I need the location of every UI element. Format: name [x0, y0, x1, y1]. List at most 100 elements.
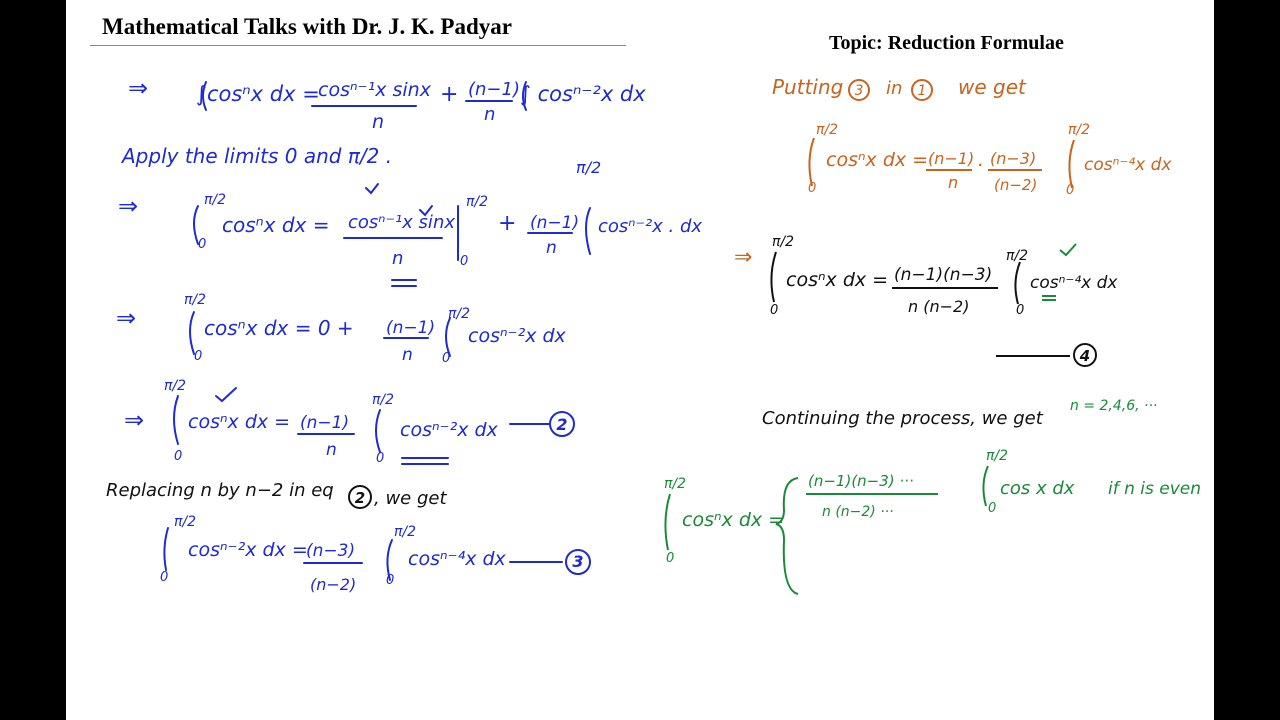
integral-sign — [193, 205, 199, 245]
equation-tag-circle — [565, 549, 591, 575]
l5-lower-limit: 0 — [174, 449, 182, 464]
l3-upper-limit-eval: π/2 — [466, 194, 488, 210]
check-mark — [365, 183, 379, 195]
right-green-strokes — [664, 465, 989, 595]
integral-sign — [173, 395, 179, 445]
r6-upper-limit: π/2 — [664, 476, 686, 492]
l1-rhs: ∫ cosⁿ⁻²x dx — [520, 82, 646, 106]
equation-ref-circle — [911, 79, 933, 101]
eq3-ref: 3 — [855, 83, 864, 99]
r6-lhs: cosⁿx dx = — [682, 509, 784, 531]
r2-lower-limit: 0 — [808, 181, 816, 196]
r3-lhs: cosⁿx dx = — [786, 269, 888, 291]
integral-sign — [982, 465, 989, 507]
l7-rhs: cosⁿ⁻⁴x dx — [408, 548, 507, 570]
r3-num: (n−1)(n−3) — [894, 265, 992, 285]
implies-arrow: ⇒ — [734, 245, 752, 270]
l5-upper-limit: π/2 — [164, 378, 186, 394]
implies-arrow: ⇒ — [116, 304, 136, 332]
implies-arrow: ⇒ — [128, 74, 148, 102]
l7-coef-den: (n−2) — [310, 575, 356, 594]
whiteboard-canvas: Mathematical Talks with Dr. J. K. Padyar… — [66, 0, 1214, 720]
l2-pi2: π/2 — [576, 158, 601, 177]
l4-coef-num: (n−1) — [386, 318, 435, 338]
l7-coef-num: (n−3) — [306, 541, 355, 561]
title-underline — [90, 45, 626, 46]
right-general-result: n = 2,4,6, ··· π/2 0 cosⁿx dx = (n−1)(n−… — [664, 398, 1201, 566]
l5-coef-den: n — [326, 440, 337, 460]
l2-text: Apply the limits 0 and π/2 . — [120, 144, 392, 168]
integral-sign — [386, 539, 393, 581]
l5-lower-limit-rhs: 0 — [376, 451, 384, 466]
eq2-label: 2 — [556, 415, 567, 434]
r2-f2-den: (n−2) — [994, 176, 1037, 194]
l7-upper-limit-rhs: π/2 — [394, 524, 416, 540]
integral-sign — [375, 409, 381, 453]
l1-den: n — [372, 111, 384, 133]
l3-lower-limit: 0 — [198, 237, 206, 252]
equation-ref-circle — [348, 485, 372, 509]
left-dark-strokes — [348, 485, 372, 509]
l4-upper-limit: π/2 — [184, 292, 206, 308]
equation-ref-circle — [848, 79, 870, 101]
l4-upper-limit-rhs: π/2 — [448, 306, 470, 322]
l3-coef-num: (n−1) — [530, 213, 579, 233]
r1-text: Putting — [772, 75, 843, 99]
l5-upper-limit-rhs: π/2 — [372, 392, 394, 408]
l3-rhs: cosⁿ⁻²x . dx — [598, 216, 702, 237]
r6-upper-limit-rhs: π/2 — [986, 448, 1008, 464]
implies-arrow: ⇒ — [124, 406, 144, 434]
topic-title: Topic: Reduction Formulae — [829, 32, 1064, 54]
r2-dot: . — [978, 149, 984, 171]
r6-num: (n−1)(n−3) ··· — [808, 472, 914, 490]
integral-sign — [202, 81, 207, 111]
l4-lower-limit: 0 — [194, 349, 202, 364]
eq4-label: 4 — [1079, 347, 1090, 365]
integral-sign — [445, 317, 451, 357]
r3-upper-limit: π/2 — [772, 234, 794, 250]
equation-tag-circle — [549, 411, 575, 437]
l7-upper-limit: π/2 — [174, 514, 196, 530]
integral-sign — [808, 137, 815, 187]
check-mark — [1059, 243, 1077, 257]
l6-text: Replacing n by n−2 in eq — [106, 480, 334, 501]
l4-lhs: cosⁿx dx = 0 + — [204, 316, 354, 340]
l7-lhs: cosⁿ⁻²x dx = — [188, 539, 308, 561]
r2-rhs: cosⁿ⁻⁴x dx — [1084, 155, 1172, 175]
l5-rhs: cosⁿ⁻²x dx — [400, 419, 499, 441]
right-green-marks — [1042, 243, 1077, 301]
l6-tail: , we get — [374, 488, 447, 509]
l1-num: cosⁿ⁻¹x sinx — [318, 79, 432, 101]
integral-sign — [664, 493, 671, 551]
l5-lhs: cosⁿx dx = — [188, 411, 290, 433]
l4-rhs: cosⁿ⁻²x dx — [468, 325, 567, 347]
r6-den: n (n−2) ··· — [822, 504, 894, 520]
integral-sign — [770, 251, 777, 303]
r6-condition: if n is even — [1108, 479, 1201, 499]
right-orange-strokes — [808, 79, 1075, 189]
r2-f1-den: n — [948, 173, 958, 192]
r1-mid: in — [886, 78, 902, 99]
r3-den: n (n−2) — [908, 297, 969, 316]
l5-coef-num: (n−1) — [300, 413, 349, 433]
r6-rhs: cos x dx — [1000, 478, 1075, 499]
r2-f1-num: (n−1) — [928, 149, 974, 168]
l1-plus: + — [440, 82, 458, 107]
r3-lower-limit: 0 — [770, 303, 778, 318]
check-mark — [215, 387, 237, 403]
r1-tail: we get — [958, 75, 1027, 99]
implies-arrow: ⇒ — [118, 192, 138, 220]
integral-sign — [1014, 261, 1021, 305]
r2-lhs: cosⁿx dx = — [826, 149, 928, 171]
l3-lower-limit-eval: 0 — [460, 254, 468, 269]
l1-lhs: ∫cosⁿx dx = — [196, 82, 320, 106]
l3-plus: + — [498, 211, 516, 236]
left-strokes — [163, 81, 591, 581]
r5-text: Continuing the process, we get — [762, 408, 1044, 429]
r6-lower-limit: 0 — [666, 551, 674, 566]
l3-lhs: cosⁿx dx = — [222, 213, 329, 237]
integral-sign — [163, 527, 169, 571]
check-mark — [419, 205, 433, 217]
r6-lower-limit-rhs: 0 — [988, 501, 996, 516]
left-derivation: ⇒ ∫cosⁿx dx = cosⁿ⁻¹x sinx n + (n−1) n ∫… — [116, 74, 702, 466]
